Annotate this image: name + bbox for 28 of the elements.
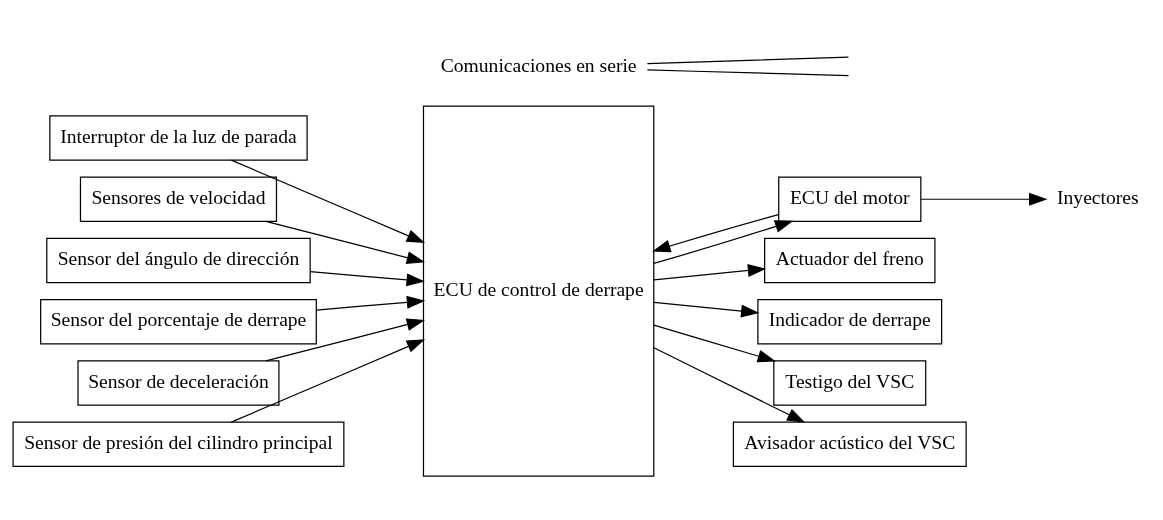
node-box: ECU de control de derrape	[422, 105, 655, 477]
arrow	[652, 213, 779, 252]
arrow	[265, 220, 426, 264]
node-box: Actuador del freno	[764, 237, 936, 283]
arrow	[230, 338, 426, 423]
node-box: Interruptor de la luz de parada	[49, 114, 308, 161]
node-box: Testigo del VSC	[773, 359, 927, 406]
arrow	[653, 346, 806, 423]
arrow	[653, 323, 777, 362]
node-text: Comunicaciones en serie	[440, 54, 637, 76]
node-box: Sensor del ángulo de dirección	[46, 237, 311, 283]
node-box: Indicador de derrape	[757, 298, 943, 344]
node-box: Sensor de presión del cilindro principal	[12, 421, 345, 467]
arrow	[315, 295, 426, 311]
node-box: Sensor del porcentaje de derrape	[40, 298, 317, 344]
connector	[646, 68, 850, 76]
connector	[646, 56, 850, 64]
node-box: Avisador acústico del VSC	[732, 421, 967, 467]
arrow	[265, 317, 426, 361]
node-text: Inyectores	[1057, 186, 1139, 208]
arrow	[309, 270, 425, 286]
arrow	[653, 301, 760, 317]
node-box: Sensor de deceleración	[77, 359, 280, 406]
arrow	[653, 219, 794, 264]
arrow	[920, 192, 1048, 206]
arrow	[653, 263, 767, 280]
node-box: ECU del motor	[778, 176, 922, 222]
node-box: Sensores de velocidad	[79, 176, 278, 222]
